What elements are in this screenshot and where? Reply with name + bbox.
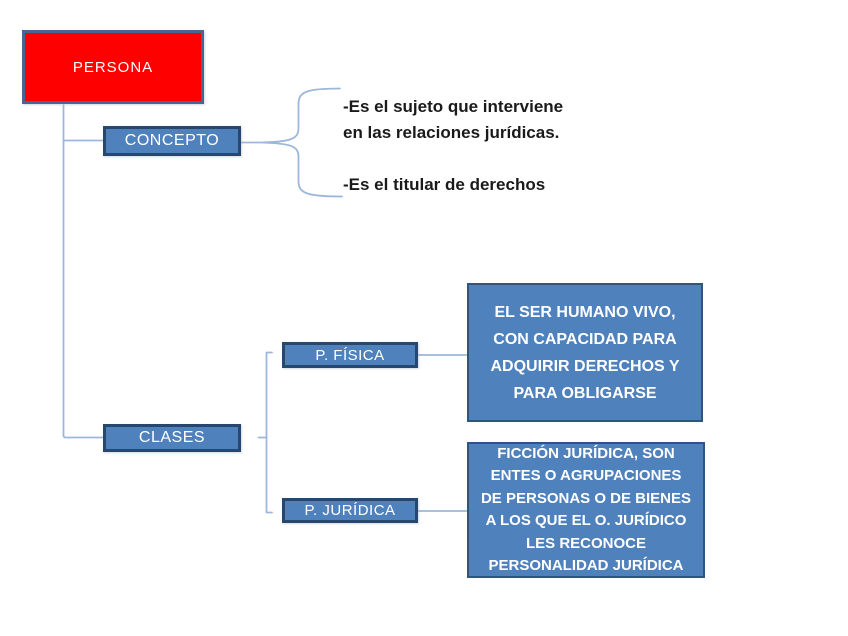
concepto-notes-text: -Es el sujeto que interviene en las rela… xyxy=(343,97,564,194)
node-clases: CLASES xyxy=(103,424,241,452)
persona-fisica-description: EL SER HUMANO VIVO, CON CAPACIDAD PARA A… xyxy=(467,283,703,422)
node-persona-label: PERSONA xyxy=(72,58,154,76)
node-clases-label: CLASES xyxy=(138,429,206,446)
node-persona-juridica-label: P. JURÍDICA xyxy=(304,502,396,519)
persona-juridica-description: FICCIÓN JURÍDICA, SON ENTES O AGRUPACION… xyxy=(467,442,705,578)
trunk-line xyxy=(62,104,104,439)
node-persona-fisica-label: P. FÍSICA xyxy=(315,346,385,364)
node-concepto-label: CONCEPTO xyxy=(124,132,220,149)
curly-brace xyxy=(260,87,343,198)
node-persona-juridica: P. JURÍDICA xyxy=(282,498,418,523)
node-concepto: CONCEPTO xyxy=(103,126,241,156)
clases-bracket xyxy=(265,351,273,514)
node-persona: PERSONA xyxy=(22,30,204,104)
node-persona-fisica: P. FÍSICA xyxy=(282,342,418,368)
